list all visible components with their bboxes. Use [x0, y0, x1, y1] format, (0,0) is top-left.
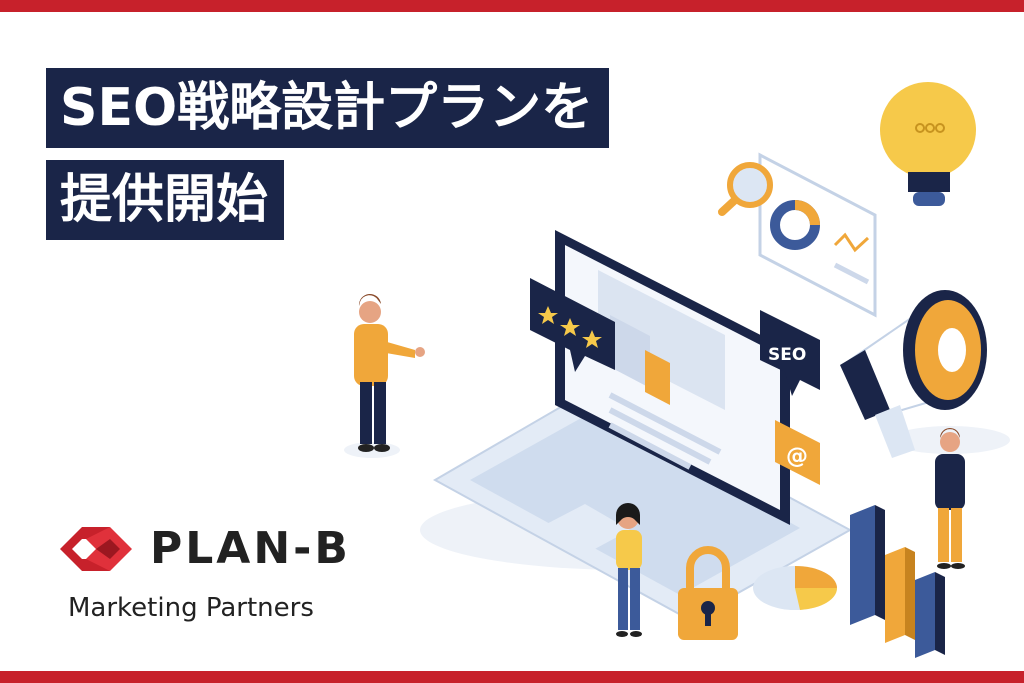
lightbulb-icon [880, 82, 976, 206]
laptop [432, 230, 853, 622]
seo-illustration: SEO @ [344, 82, 1010, 658]
at-icon: @ [786, 444, 808, 469]
magnifier-icon [718, 162, 773, 216]
person-presenter [344, 293, 425, 458]
seo-badge-label: SEO [768, 345, 806, 365]
email-badge: @ [775, 420, 820, 485]
company-logo: PLAN-B Marketing Partners [60, 515, 390, 645]
lock-icon [678, 546, 738, 640]
logo-name: PLAN-B [150, 523, 351, 574]
person-analyst [935, 428, 965, 569]
headline: SEO戦略設計プランを 提供開始 [46, 68, 610, 252]
person-thinking [616, 503, 642, 637]
logo-tagline: Marketing Partners [68, 593, 314, 623]
top-red-bar [0, 0, 1024, 12]
plan-b-logo-icon [60, 527, 132, 571]
pie-chart-disc [753, 566, 838, 610]
analytics-panel [758, 152, 877, 318]
rating-bubble [530, 278, 615, 372]
headline-line-1: SEO戦略設計プランを [46, 68, 610, 148]
bar-chart-icon [850, 505, 945, 658]
megaphone-icon [840, 290, 987, 458]
seo-badge: SEO [760, 310, 820, 396]
headline-line-2: 提供開始 [46, 160, 285, 240]
star-icon [560, 318, 580, 336]
star-icon [538, 306, 558, 324]
star-icon [582, 330, 602, 348]
bottom-red-bar [0, 671, 1024, 683]
